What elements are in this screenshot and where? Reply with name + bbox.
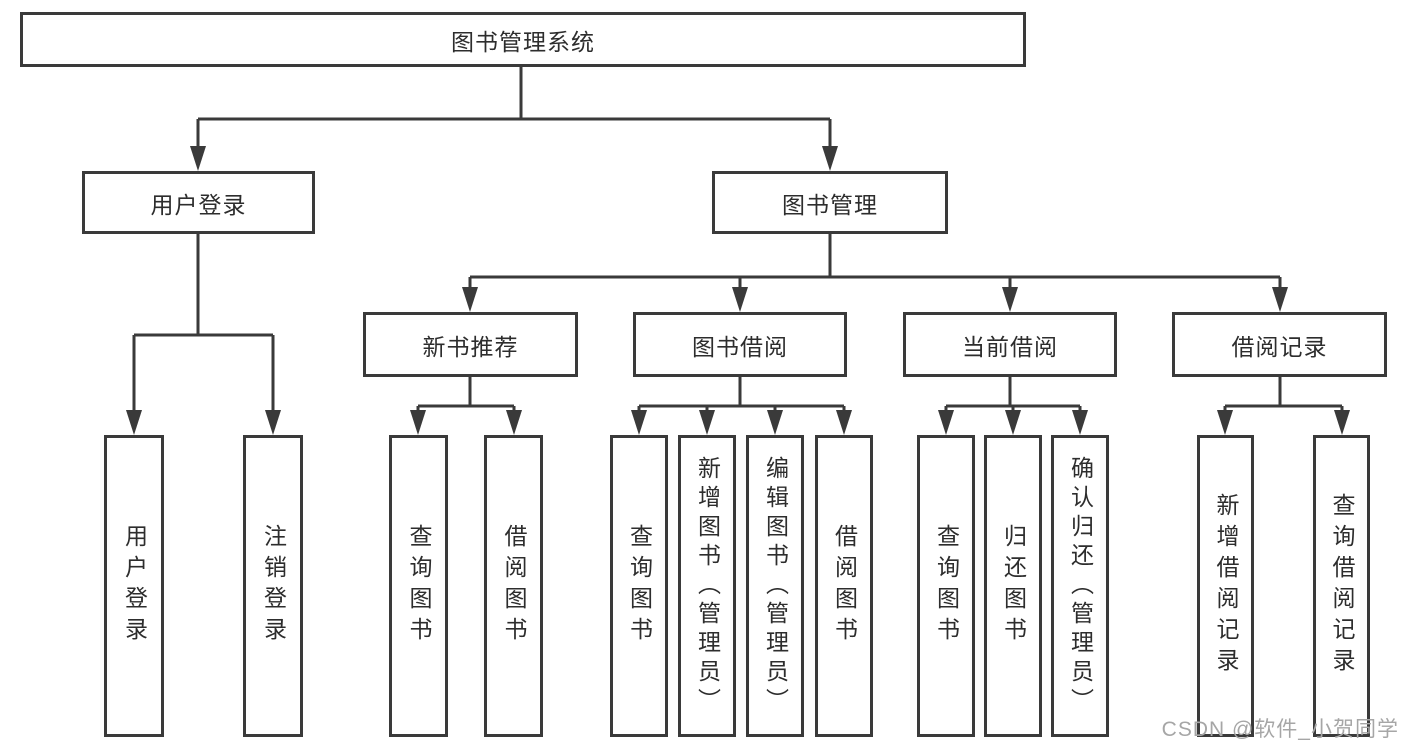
- node-user-login-branch: 用户登录: [82, 171, 315, 234]
- leaf-br-query-record: 查询借阅记录: [1313, 435, 1370, 737]
- node-borrow-record: 借阅记录: [1172, 312, 1387, 377]
- leaf-nb-borrow-book-label: 借阅图书: [501, 524, 527, 648]
- leaf-br-add-record: 新增借阅记录: [1197, 435, 1254, 737]
- node-book-borrow: 图书借阅: [633, 312, 847, 377]
- leaf-nb-query-book: 查询图书: [389, 435, 448, 737]
- node-current-borrow-label: 当前借阅: [962, 333, 1058, 360]
- leaf-bb-query-book-label: 查询图书: [626, 524, 653, 648]
- leaf-br-add-record-label: 新增借阅记录: [1213, 493, 1239, 679]
- node-book-mgmt-branch: 图书管理: [712, 171, 948, 234]
- node-root-system-label: 图书管理系统: [451, 28, 595, 55]
- node-new-book-recommend: 新书推荐: [363, 312, 578, 377]
- leaf-bb-borrow-book: 借阅图书: [815, 435, 873, 737]
- node-user-login-branch-label: 用户登录: [150, 191, 247, 218]
- leaf-user-login: 用户登录: [104, 435, 164, 737]
- leaf-cb-query-book-label: 查询图书: [933, 524, 960, 648]
- node-book-borrow-label: 图书借阅: [692, 333, 788, 360]
- leaf-cb-confirm-return-admin: 确认归还（管理员）: [1051, 435, 1109, 737]
- leaf-bb-add-book-admin-label: 新增图书（管理员）: [694, 455, 721, 717]
- node-borrow-record-label: 借阅记录: [1231, 333, 1328, 360]
- leaf-cb-return-book-label: 归还图书: [1000, 524, 1027, 648]
- leaf-cb-query-book: 查询图书: [917, 435, 975, 737]
- csdn-watermark: CSDN @软件_小贺同学: [1161, 718, 1399, 741]
- node-current-borrow: 当前借阅: [903, 312, 1117, 377]
- leaf-bb-query-book: 查询图书: [610, 435, 668, 737]
- node-root-system: 图书管理系统: [20, 12, 1026, 67]
- node-new-book-recommend-label: 新书推荐: [422, 333, 519, 360]
- leaf-cb-confirm-return-admin-label: 确认归还（管理员）: [1067, 455, 1094, 717]
- leaf-bb-add-book-admin: 新增图书（管理员）: [678, 435, 736, 737]
- leaf-logout-login-label: 注销登录: [260, 524, 287, 648]
- leaf-br-query-record-label: 查询借阅记录: [1329, 493, 1355, 679]
- leaf-bb-borrow-book-label: 借阅图书: [831, 524, 858, 648]
- leaf-cb-return-book: 归还图书: [984, 435, 1042, 737]
- leaf-nb-borrow-book: 借阅图书: [484, 435, 543, 737]
- leaf-nb-query-book-label: 查询图书: [406, 524, 432, 648]
- node-book-mgmt-branch-label: 图书管理: [782, 191, 878, 218]
- leaf-user-login-label: 用户登录: [121, 524, 148, 648]
- leaf-logout-login: 注销登录: [243, 435, 303, 737]
- leaf-bb-edit-book-admin-label: 编辑图书（管理员）: [762, 455, 789, 717]
- leaf-bb-edit-book-admin: 编辑图书（管理员）: [746, 435, 804, 737]
